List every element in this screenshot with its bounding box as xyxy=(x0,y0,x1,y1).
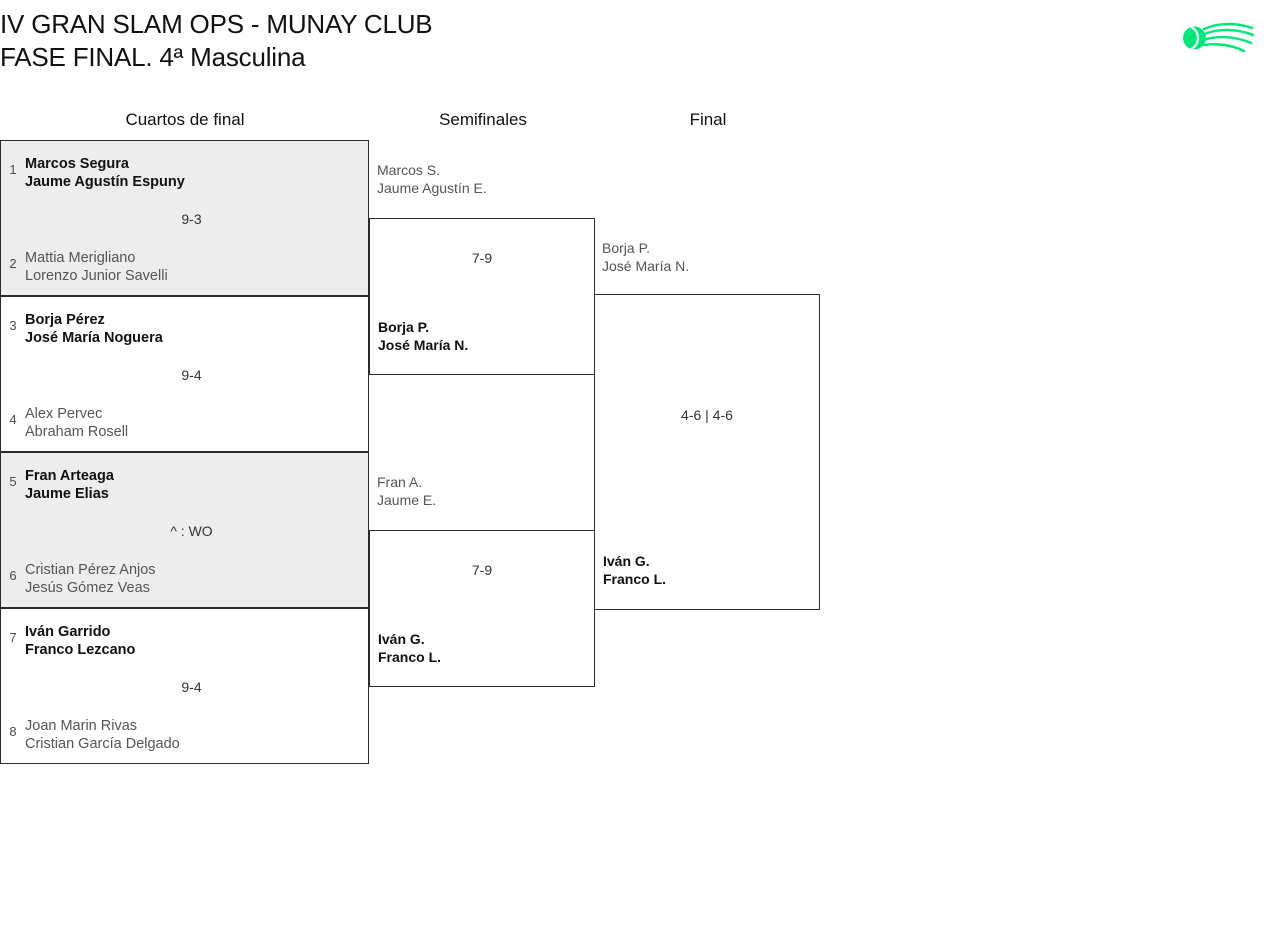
final-bottom-team: Iván G. Franco L. xyxy=(603,553,667,587)
match-slot-top[interactable]: 5 Fran Arteaga Jaume Elias xyxy=(1,463,368,503)
seed-number: 8 xyxy=(9,724,17,739)
match-slot-bottom[interactable]: 4 Alex Pervec Abraham Rosell xyxy=(1,401,368,441)
seed-number: 6 xyxy=(9,568,17,583)
match-slot-top[interactable]: 1 Marcos Segura Jaume Agustín Espuny xyxy=(1,151,368,191)
match-slot-top[interactable]: 3 Borja Pérez José María Noguera xyxy=(1,307,368,347)
team-name: Mattia Merigliano Lorenzo Junior Savelli xyxy=(25,250,168,284)
team-name: Fran Arteaga Jaume Elias xyxy=(25,468,114,502)
team-name: Borja Pérez José María Noguera xyxy=(25,312,163,346)
semifinal-1-bottom-team: Borja P. José María N. xyxy=(378,319,469,353)
match-score: 7-9 xyxy=(471,562,493,578)
seed-number: 5 xyxy=(9,474,17,489)
semifinal-1-top-team: Marcos S. Jaume Agustín E. xyxy=(377,162,487,196)
team-name: Joan Marin Rivas Cristian García Delgado xyxy=(25,718,180,752)
match-quarterfinal-3[interactable]: 5 Fran Arteaga Jaume Elias ^ : WO 6 Cris… xyxy=(0,452,369,608)
match-slot-bottom[interactable]: 6 Cristian Pérez Anjos Jesús Gómez Veas xyxy=(1,557,368,597)
match-quarterfinal-4[interactable]: 7 Iván Garrido Franco Lezcano 9-4 8 Joan… xyxy=(0,608,369,764)
match-quarterfinal-2[interactable]: 3 Borja Pérez José María Noguera 9-4 4 A… xyxy=(0,296,369,452)
match-score: 9-3 xyxy=(181,211,202,227)
round-header-final: Final xyxy=(689,110,727,129)
semifinal-2-bottom-team: Iván G. Franco L. xyxy=(378,631,442,665)
match-score: 9-4 xyxy=(181,367,202,383)
match-slot-bottom[interactable]: 2 Mattia Merigliano Lorenzo Junior Savel… xyxy=(1,245,368,285)
match-score: ^ : WO xyxy=(170,523,213,539)
match-quarterfinal-1[interactable]: 1 Marcos Segura Jaume Agustín Espuny 9-3… xyxy=(0,140,369,296)
seed-number: 1 xyxy=(9,162,17,177)
team-name: Alex Pervec Abraham Rosell xyxy=(25,406,129,440)
final-top-team: Borja P. José María N. xyxy=(602,240,690,274)
match-score: 9-4 xyxy=(181,679,202,695)
team-name: Marcos Segura Jaume Agustín Espuny xyxy=(25,156,185,190)
match-final[interactable]: 4-6 | 4-6 Iván G. Franco L. xyxy=(594,294,820,610)
match-semifinal-2[interactable]: 7-9 Iván G. Franco L. xyxy=(369,530,595,687)
match-semifinal-1[interactable]: 7-9 Borja P. José María N. xyxy=(369,218,595,375)
team-name: Iván Garrido Franco Lezcano xyxy=(25,624,136,658)
padel-ball-logo xyxy=(1180,14,1256,62)
match-score: 4-6 | 4-6 xyxy=(681,407,733,423)
seed-number: 3 xyxy=(9,318,17,333)
seed-number: 7 xyxy=(9,630,17,645)
seed-number: 2 xyxy=(9,256,17,271)
round-header-semifinals: Semifinales xyxy=(439,110,527,129)
match-score: 7-9 xyxy=(471,250,493,266)
seed-number: 4 xyxy=(9,412,17,427)
match-slot-top[interactable]: 7 Iván Garrido Franco Lezcano xyxy=(1,619,368,659)
semifinal-2-top-team: Fran A. Jaume E. xyxy=(377,474,437,508)
page-title: IV GRAN SLAM OPS - MUNAY CLUB FASE FINAL… xyxy=(0,9,433,72)
round-header-quarterfinals: Cuartos de final xyxy=(125,110,245,129)
team-name: Cristian Pérez Anjos Jesús Gómez Veas xyxy=(25,562,156,596)
match-slot-bottom[interactable]: 8 Joan Marin Rivas Cristian García Delga… xyxy=(1,713,368,753)
